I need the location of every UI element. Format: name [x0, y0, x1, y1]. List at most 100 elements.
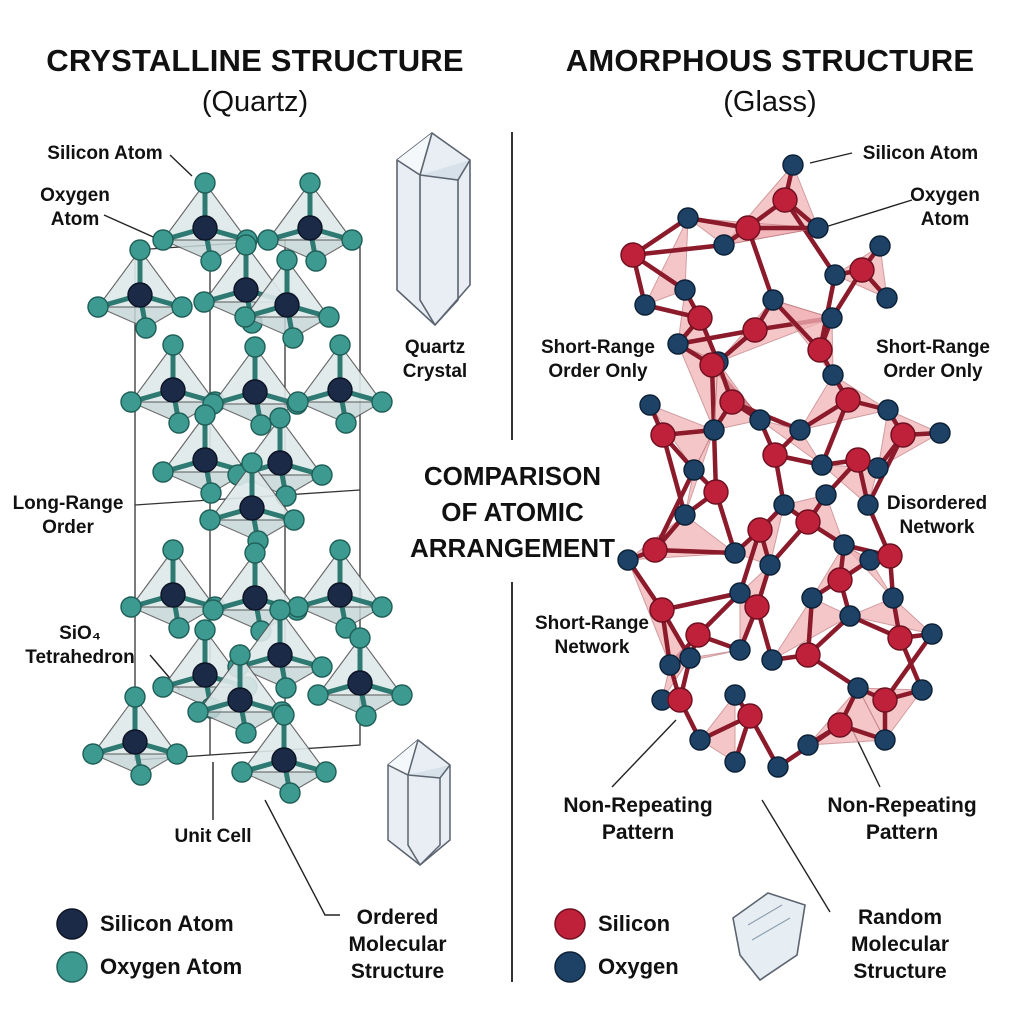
- oxygen-atom-glass: [713, 234, 735, 256]
- silicon-atom-glass: [795, 509, 821, 535]
- sio4-tetrahedron-0: [152, 172, 258, 272]
- oxygen-atom: [329, 334, 351, 356]
- silicon-atom-glass: [742, 317, 768, 343]
- leader-nonrep-left: [611, 719, 677, 788]
- divider-bottom: [511, 582, 513, 982]
- oxygen-atom: [244, 336, 266, 358]
- label-disordered-network: Disordered Network: [886, 493, 988, 538]
- legend-silicon-atom-dot: [56, 908, 88, 940]
- oxygen-atom-glass: [759, 554, 781, 576]
- glass-shard-icon: [732, 892, 806, 982]
- sio4-tetrahedron-19: [231, 704, 337, 804]
- oxygen-atom-glass: [821, 307, 843, 329]
- oxygen-atom-glass: [869, 235, 891, 257]
- oxygen-atom: [318, 306, 340, 328]
- oxygen-atom: [152, 229, 174, 251]
- oxygen-atom-glass: [761, 649, 783, 671]
- oxygen-atom: [315, 761, 337, 783]
- leader-silicon-right: [809, 152, 853, 164]
- oxygen-atom: [194, 404, 216, 426]
- oxygen-atom-glass: [859, 549, 881, 571]
- label-unit-cell: Unit Cell: [174, 826, 252, 847]
- oxygen-atom: [275, 677, 297, 699]
- oxygen-atom: [194, 172, 216, 194]
- crystalline-title: CRYSTALLINE STRUCTURE: [46, 43, 464, 78]
- legend-silicon-label: Silicon: [598, 911, 671, 936]
- oxygen-atom: [162, 539, 184, 561]
- sio4-tetrahedron-4: [234, 249, 340, 349]
- oxygen-atom: [273, 704, 295, 726]
- silicon-atom: [242, 379, 268, 405]
- oxygen-atom-glass: [874, 729, 896, 751]
- oxygen-atom-glass: [921, 623, 943, 645]
- silicon-atom: [192, 662, 218, 688]
- sio4-tetrahedron-16: [187, 644, 293, 744]
- silicon-atom-glass: [849, 257, 875, 283]
- oxygen-atom: [282, 327, 304, 349]
- oxygen-atom: [152, 676, 174, 698]
- oxygen-atom: [129, 239, 151, 261]
- leader-oxygen-left: [103, 214, 161, 241]
- oxygen-atom-glass: [659, 654, 681, 676]
- oxygen-atom-glass: [911, 679, 933, 701]
- sio4-tetrahedron-6: [202, 336, 308, 436]
- label-sio4-tetrahedron: SiO₄ Tetrahedron: [25, 623, 135, 668]
- oxygen-atom: [241, 452, 263, 474]
- legend-silicon-atom-label: Silicon Atom: [100, 911, 234, 936]
- oxygen-atom-glass: [807, 217, 829, 239]
- silicon-atom: [274, 292, 300, 318]
- oxygen-atom: [171, 296, 193, 318]
- silicon-atom-glass: [719, 389, 745, 415]
- oxygen-atom-glass: [822, 364, 844, 386]
- oxygen-atom-glass: [767, 756, 789, 778]
- oxygen-atom: [152, 461, 174, 483]
- silicon-atom: [192, 447, 218, 473]
- silicon-atom: [227, 687, 253, 713]
- silicon-atom-glass: [845, 447, 871, 473]
- leader-random: [761, 799, 831, 913]
- oxygen-atom-glass: [797, 734, 819, 756]
- oxygen-atom-glass: [773, 494, 795, 516]
- legend-oxygen-label: Oxygen: [598, 954, 679, 979]
- oxygen-atom-glass: [724, 684, 746, 706]
- silicon-atom: [327, 582, 353, 608]
- silicon-atom-glass: [877, 543, 903, 569]
- oxygen-atom: [229, 644, 251, 666]
- silicon-atom: [122, 729, 148, 755]
- oxygen-atom-glass: [929, 422, 951, 444]
- sio4-tetrahedron-18: [82, 686, 188, 786]
- oxygen-atom-glass: [674, 279, 696, 301]
- label-oxygen-atom-right: Oxygen Atom: [910, 185, 980, 230]
- legend-silicon-dot: [554, 908, 586, 940]
- label-random-structure: Random Molecular Structure: [850, 906, 950, 983]
- oxygen-atom: [307, 684, 329, 706]
- silicon-atom-glass: [762, 442, 788, 468]
- amorphous-subtitle: (Glass): [723, 86, 817, 118]
- silicon-atom-glass: [744, 594, 770, 620]
- silicon-atom-glass: [642, 537, 668, 563]
- oxygen-atom: [349, 627, 371, 649]
- oxygen-atom: [168, 412, 190, 434]
- silicon-atom-glass: [827, 712, 853, 738]
- oxygen-atom: [231, 761, 253, 783]
- oxygen-atom-glass: [839, 605, 861, 627]
- oxygen-atom: [341, 229, 363, 251]
- oxygen-atom: [279, 782, 301, 804]
- oxygen-atom: [269, 407, 291, 429]
- silicon-atom: [233, 277, 259, 303]
- oxygen-atom: [124, 686, 146, 708]
- silicon-atom: [192, 215, 218, 241]
- oxygen-atom-glass: [877, 399, 899, 421]
- label-non-repeating-left: Non-Repeating Pattern: [563, 794, 713, 844]
- oxygen-atom-glass: [703, 419, 725, 441]
- label-long-range-order: Long-Range Order: [12, 493, 124, 538]
- oxygen-atom-glass: [882, 587, 904, 609]
- oxygen-atom-glass: [639, 394, 661, 416]
- oxygen-atom: [311, 656, 333, 678]
- oxygen-atom: [355, 705, 377, 727]
- quartz-crystal-icon: [396, 132, 471, 327]
- oxygen-atom: [250, 414, 272, 436]
- silicon-atom: [160, 582, 186, 608]
- silicon-atom-glass: [699, 352, 725, 378]
